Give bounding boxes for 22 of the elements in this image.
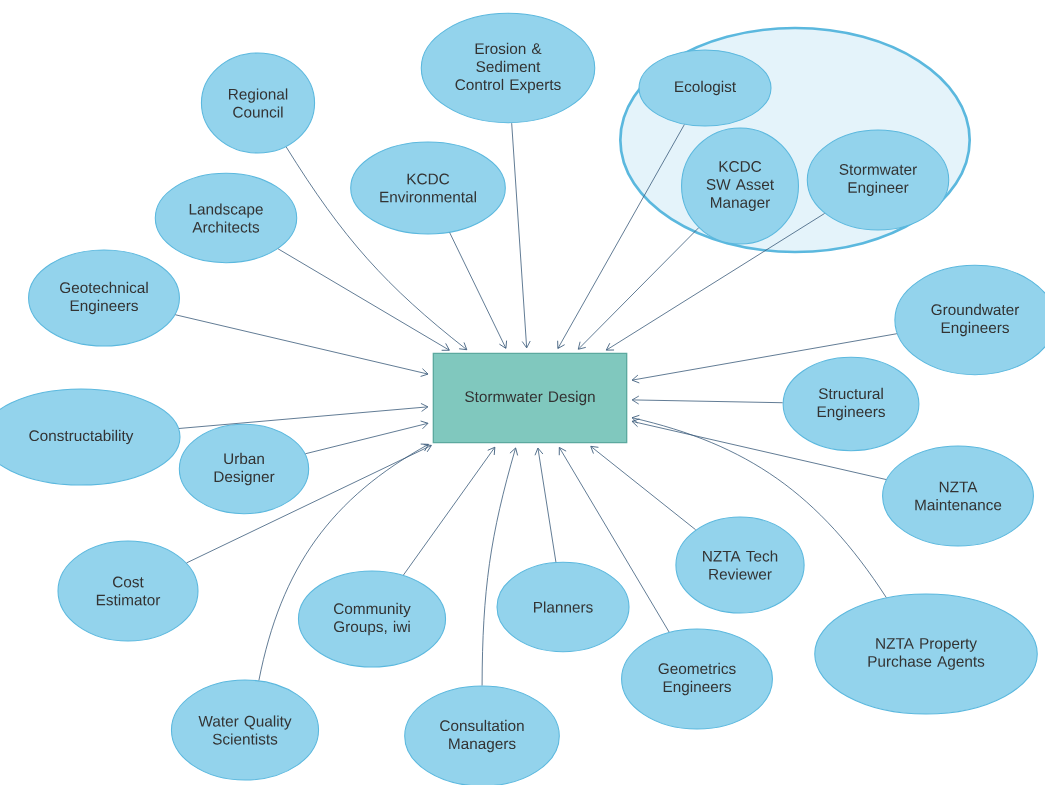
arrow [258,443,429,681]
arrow [631,395,783,405]
arrow [285,146,468,351]
arrow [174,314,429,377]
arrow [605,213,825,351]
arrow [511,122,531,349]
arrow [178,403,429,429]
arrow [557,124,685,349]
arrow [590,445,697,531]
arrow [186,444,432,564]
process-box: Stormwater Design [432,352,628,444]
arrow [305,420,429,455]
arrow [631,418,887,480]
arrow [631,333,898,384]
arrow [403,446,496,576]
arrow [534,447,557,563]
arrow [449,232,507,349]
arrow [631,414,887,598]
arrow [481,447,518,686]
arrow [558,447,670,633]
arrow [577,227,700,350]
arrow [277,248,450,351]
